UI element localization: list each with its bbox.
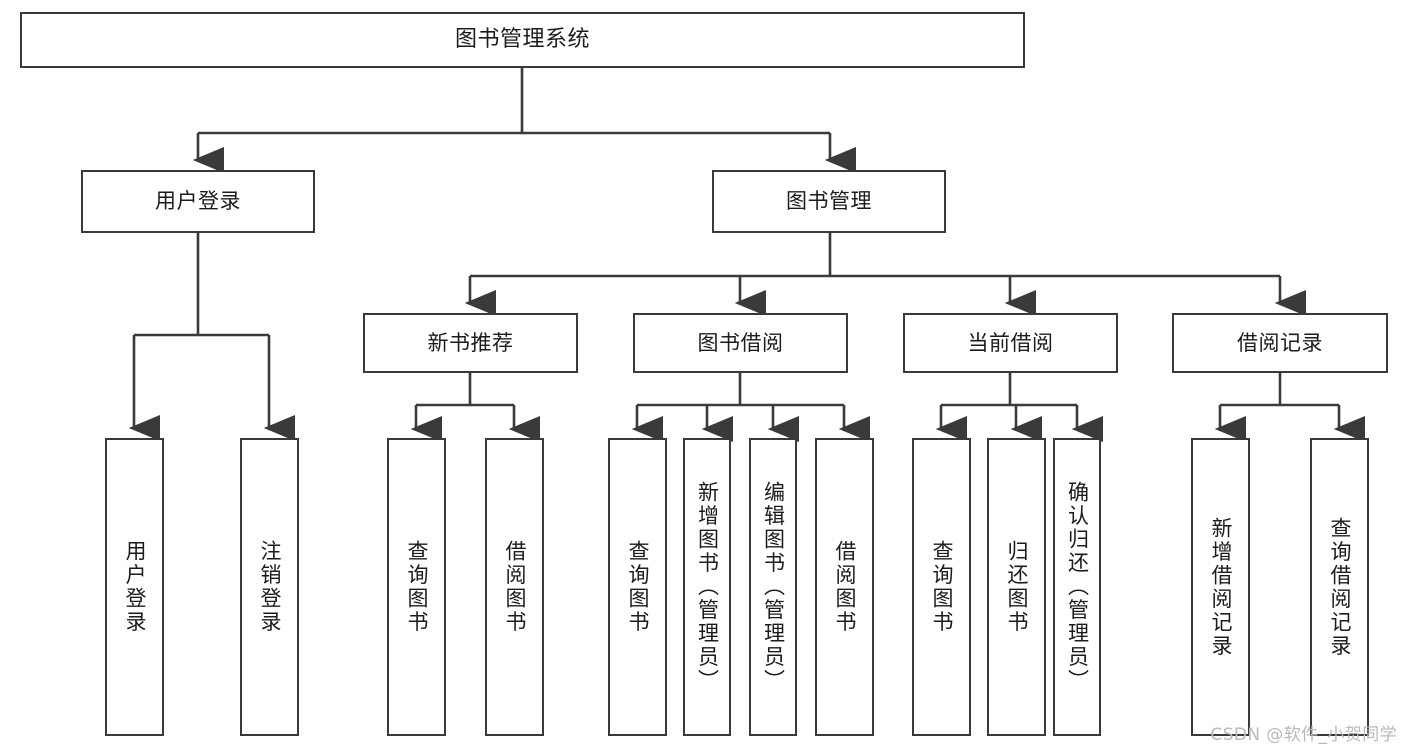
node-leaf-user-logout[interactable]: 注销登录 bbox=[240, 438, 299, 736]
node-label: 借阅图书 bbox=[833, 540, 857, 634]
node-leaf-return-book[interactable]: 归还图书 bbox=[987, 438, 1046, 736]
node-borrow-record[interactable]: 借阅记录 bbox=[1172, 313, 1388, 373]
node-new-book-recommend[interactable]: 新书推荐 bbox=[363, 313, 578, 373]
node-leaf-borrow-book[interactable]: 借阅图书 bbox=[815, 438, 874, 736]
node-label: 用户登录 bbox=[123, 540, 147, 634]
node-label: 归还图书 bbox=[1005, 540, 1029, 634]
node-label: 查询图书 bbox=[405, 540, 429, 634]
node-root-book-management-system[interactable]: 图书管理系统 bbox=[20, 12, 1025, 68]
node-label: 图书管理 bbox=[786, 189, 872, 214]
node-leaf-add-borrow-record[interactable]: 新增借阅记录 bbox=[1191, 438, 1250, 736]
node-label: 查询图书 bbox=[930, 540, 954, 634]
node-label: 查询图书 bbox=[626, 540, 650, 634]
node-leaf-query-book-recommend[interactable]: 查询图书 bbox=[387, 438, 446, 736]
node-leaf-user-login[interactable]: 用户登录 bbox=[105, 438, 164, 736]
node-label: 新增借阅记录 bbox=[1209, 516, 1233, 658]
node-label: 用户登录 bbox=[155, 189, 241, 214]
node-leaf-add-book-admin[interactable]: 新增图书（管理员） bbox=[683, 438, 731, 736]
node-label: 新书推荐 bbox=[427, 330, 514, 355]
node-leaf-confirm-return-admin[interactable]: 确认归还（管理员） bbox=[1053, 438, 1101, 736]
node-label: 图书管理系统 bbox=[454, 27, 590, 53]
node-label: 注销登录 bbox=[258, 540, 282, 634]
node-label: 当前借阅 bbox=[967, 330, 1054, 355]
node-current-borrow[interactable]: 当前借阅 bbox=[903, 313, 1118, 373]
node-leaf-query-borrow-record[interactable]: 查询借阅记录 bbox=[1310, 438, 1369, 736]
watermark-text: CSDN @软件_小贺同学 bbox=[1210, 725, 1397, 745]
node-label: 编辑图书（管理员） bbox=[761, 481, 786, 693]
node-label: 借阅图书 bbox=[503, 540, 527, 634]
node-leaf-borrow-book-recommend[interactable]: 借阅图书 bbox=[485, 438, 544, 736]
node-leaf-query-book-borrow[interactable]: 查询图书 bbox=[608, 438, 667, 736]
node-leaf-query-book-current[interactable]: 查询图书 bbox=[912, 438, 971, 736]
node-label: 借阅记录 bbox=[1237, 330, 1323, 355]
node-book-management[interactable]: 图书管理 bbox=[712, 170, 946, 233]
node-leaf-edit-book-admin[interactable]: 编辑图书（管理员） bbox=[749, 438, 797, 736]
node-book-borrow[interactable]: 图书借阅 bbox=[633, 313, 848, 373]
node-label: 确认归还（管理员） bbox=[1065, 481, 1090, 693]
node-user-login[interactable]: 用户登录 bbox=[81, 170, 315, 233]
node-label: 新增图书（管理员） bbox=[695, 481, 720, 693]
node-label: 查询借阅记录 bbox=[1328, 516, 1352, 658]
node-label: 图书借阅 bbox=[697, 330, 784, 355]
